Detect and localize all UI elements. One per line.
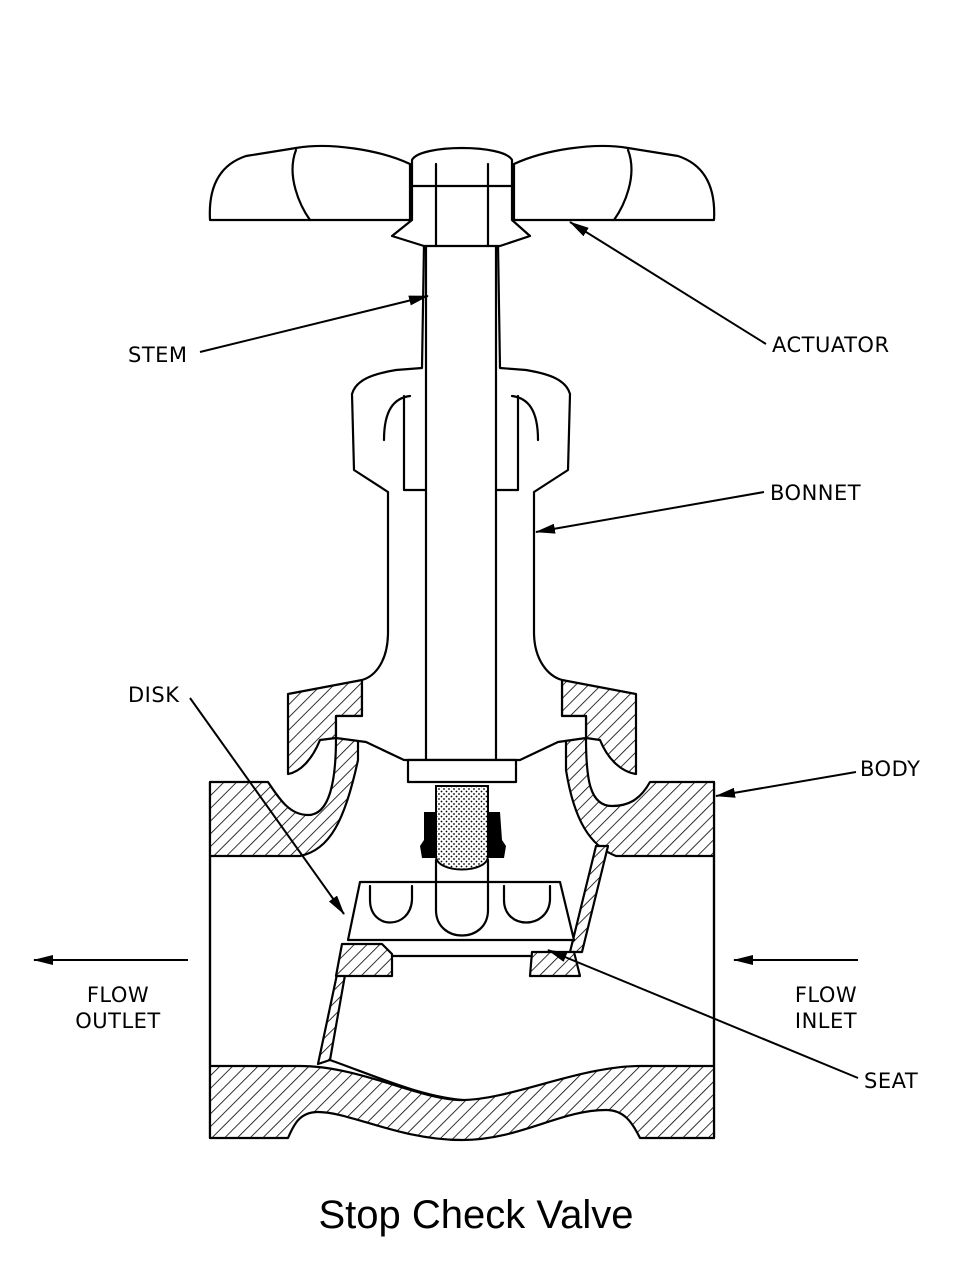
body-right-guide xyxy=(568,844,610,954)
bonnet-leader xyxy=(535,491,765,534)
label-bonnet: BONNET xyxy=(770,481,861,505)
disk xyxy=(346,785,576,942)
label-flow-inlet-line2: INLET xyxy=(795,1009,857,1033)
seat-leader xyxy=(547,949,859,1079)
disk-leader xyxy=(189,697,345,915)
label-body: BODY xyxy=(860,757,920,781)
body-leader xyxy=(715,771,857,798)
body-lower-wall xyxy=(208,1064,716,1142)
label-flow-inlet-line1: FLOW xyxy=(795,983,857,1007)
seat xyxy=(334,942,582,978)
label-actuator: ACTUATOR xyxy=(772,333,890,357)
body-upper-right-wall xyxy=(564,736,716,858)
label-disk: DISK xyxy=(128,683,180,707)
actuator-leader xyxy=(569,221,767,345)
diagram-title: Stop Check Valve xyxy=(319,1193,634,1237)
label-flow-outlet-line1: FLOW xyxy=(87,983,149,1007)
label-seat: SEAT xyxy=(864,1069,918,1093)
label-stem: STEM xyxy=(128,343,188,367)
stem xyxy=(406,242,518,784)
actuator-handwheel xyxy=(208,144,716,248)
label-flow-outlet-line2: OUTLET xyxy=(75,1009,161,1033)
bonnet-flange xyxy=(286,678,638,776)
body-upper-left-wall xyxy=(208,736,360,858)
stem-leader xyxy=(199,295,429,353)
